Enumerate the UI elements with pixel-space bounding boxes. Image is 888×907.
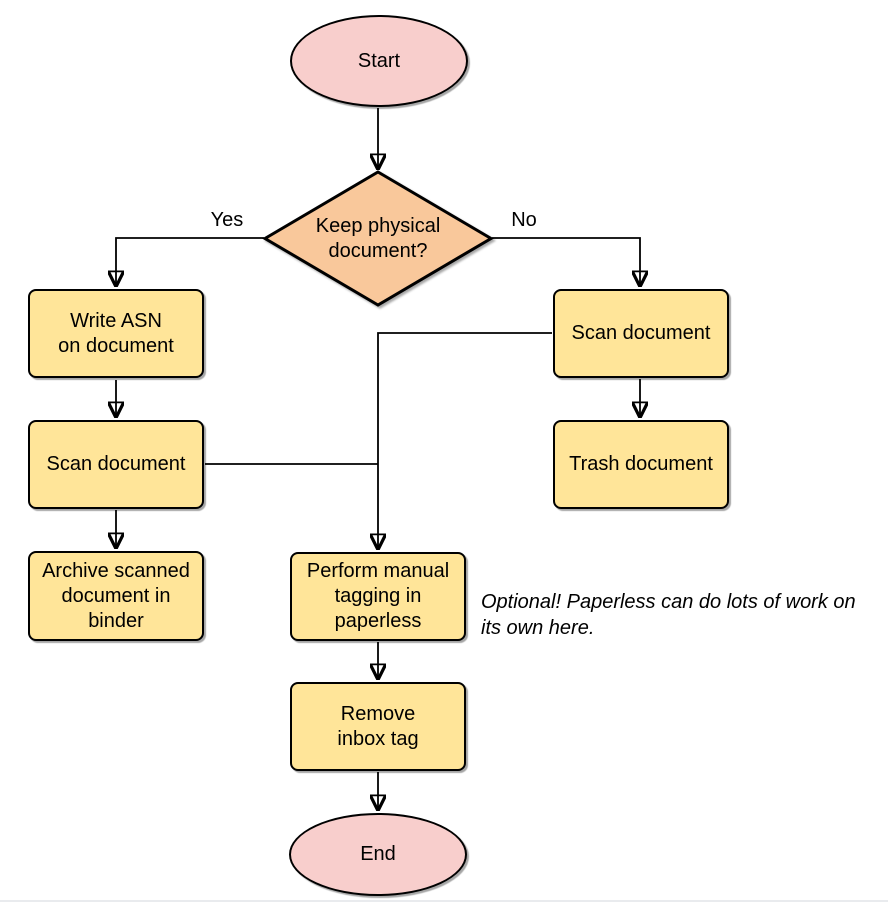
node-perform-tagging-label: paperless: [334, 610, 422, 632]
annotation-line: its own here.: [481, 617, 595, 639]
edge-decision-yes-to-write-asn: [116, 237, 264, 285]
node-archive-binder-label: document in: [61, 584, 171, 607]
node-scan-document-right: Scan document: [553, 289, 729, 378]
node-start: Start: [290, 15, 468, 107]
node-archive-binder-label: Archive scanned: [42, 559, 190, 582]
annotation-optional-note: Optional! Paperless can do lots of work …: [481, 589, 888, 641]
node-perform-tagging-label: tagging in: [334, 585, 422, 607]
node-trash-document: Trash document: [553, 420, 729, 509]
node-archive-binder-label: binder: [88, 609, 144, 632]
node-write-asn-label: Write ASN: [70, 309, 162, 332]
node-end-label: End: [360, 843, 396, 865]
node-end: End: [289, 813, 467, 896]
node-write-asn-label: on document: [58, 334, 174, 357]
node-archive-binder: Archive scanned document in binder: [28, 551, 204, 641]
edge-scan-right-to-perform-tagging: [378, 332, 552, 548]
bottom-rule: [0, 900, 888, 902]
node-remove-inbox-tag-label: inbox tag: [337, 727, 419, 750]
node-scan-document-left: Scan document: [28, 420, 204, 509]
node-perform-tagging: Perform manual tagging in paperless: [290, 552, 466, 641]
node-decision: Keep physical document?: [262, 169, 494, 308]
edge-decision-no-to-scan-right: [492, 237, 640, 285]
node-scan-document-right-label: Scan document: [571, 322, 711, 344]
node-decision-shape: [262, 170, 494, 307]
edge-label-yes: Yes: [210, 209, 244, 231]
node-remove-inbox-tag-label: Remove: [340, 702, 416, 725]
node-trash-document-label: Trash document: [569, 453, 713, 475]
node-start-label: Start: [357, 49, 401, 72]
edge-label-no: No: [511, 209, 537, 231]
node-scan-document-left-label: Scan document: [46, 453, 186, 475]
node-perform-tagging-label: Perform manual: [306, 560, 450, 582]
node-remove-inbox-tag: Remove inbox tag: [290, 682, 466, 771]
node-decision-label: document?: [328, 239, 428, 262]
annotation-line: Optional! Paperless can do lots of work …: [481, 591, 856, 613]
node-decision-label: Keep physical: [315, 214, 441, 237]
node-write-asn: Write ASN on document: [28, 289, 204, 378]
